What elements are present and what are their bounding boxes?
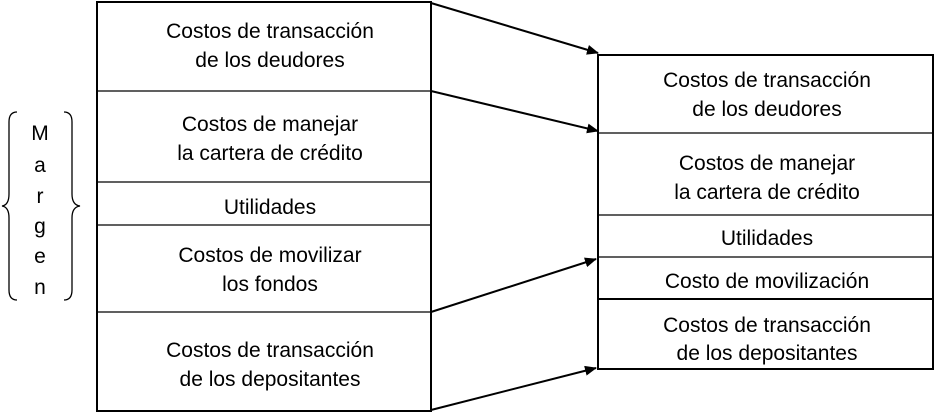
left-cell-cartera-line-2: la cartera de crédito [177,142,363,165]
margin-label: M a r g e n [1,111,81,301]
left-cell-cartera-line-1: Costos de manejar [182,113,358,136]
left-cell-fondos-line-1: Costos de movilizar [178,244,361,267]
margin-letter: r [37,185,44,208]
left-cell-fondos-line-2: los fondos [222,273,318,296]
right-brace-icon [63,111,81,301]
arrow-movilizacion [430,257,597,313]
connector-arrows [430,2,599,411]
right-cell-cartera-line-1: Costos de manejar [679,152,855,175]
margin-letter: e [34,245,46,268]
margin-letter: g [34,215,46,238]
arrow-bottom [430,365,597,411]
right-cell-utilidades: Utilidades [721,227,813,250]
right-cell-depositantes-line-1: Costos de transacción [663,314,871,337]
right-cell-movilizacion: Costo de movilización [665,270,869,293]
right-column-frame [597,54,934,370]
right-cell-deudores-line-2: de los deudores [692,98,841,121]
left-cell-depositantes-line-2: de los depositantes [180,368,361,391]
right-column: Costos de transacción de los deudores Co… [597,54,934,370]
left-column-frame [96,1,432,412]
arrow-cartera [430,90,599,134]
left-column: Costos de transacción de los deudores Co… [96,1,432,412]
left-cell-utilidades: Utilidades [224,196,316,219]
right-cell-depositantes-line-2: de los depositantes [677,342,858,365]
left-cell-deudores-line-2: de los deudores [195,49,344,72]
margin-letter: a [34,154,46,177]
arrow-top [430,2,599,55]
margin-letter: M [31,122,49,145]
right-cell-deudores-line-1: Costos de transacción [663,69,871,92]
left-cell-depositantes-line-1: Costos de transacción [166,339,374,362]
left-brace-icon [1,111,18,301]
left-cell-deudores-line-1: Costos de transacción [166,20,374,43]
right-cell-cartera-line-2: la cartera de crédito [674,181,860,204]
margin-letter: n [34,276,46,299]
